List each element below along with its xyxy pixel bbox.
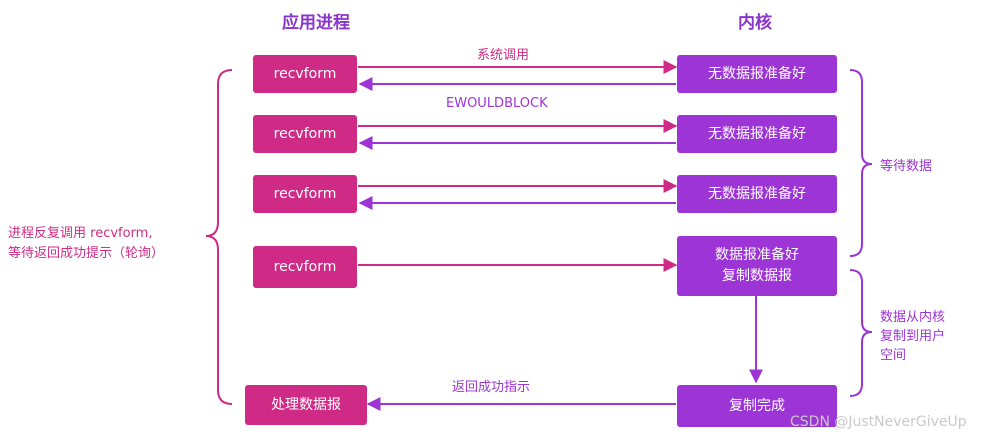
syscall-label: 系统调用 [477, 48, 530, 63]
left-brace [205, 69, 233, 405]
polling-note-line-2: 等待返回成功提示（轮询） [8, 246, 165, 261]
copy-note-line-3: 空间 [880, 348, 907, 363]
ewouldblock-label: EWOULDBLOCK [446, 96, 548, 111]
polling-note-line-1: 进程反复调用 recvform, [8, 226, 153, 241]
no-data-ready-box-2: 无数据报准备好 [677, 115, 837, 153]
copy-complete-box: 复制完成 [677, 385, 837, 427]
right-brace-wait [849, 69, 873, 257]
recvform-box-1: recvform [253, 55, 357, 93]
recvform-box-4: recvform [253, 246, 357, 288]
no-data-ready-box-1: 无数据报准备好 [677, 55, 837, 93]
process-datagram-box: 处理数据报 [245, 385, 367, 425]
csdn-watermark: CSDN @JustNeverGiveUp [790, 414, 967, 430]
wait-data-note: 等待数据 [880, 159, 933, 174]
recvform-box-2: recvform [253, 115, 357, 153]
data-ready-text: 数据报准备好 [715, 247, 799, 263]
copy-to-user-note: 数据从内核 复制到用户 空间 [880, 308, 945, 365]
polling-note: 进程反复调用 recvform, 等待返回成功提示（轮询） [8, 224, 208, 264]
recvform-box-3: recvform [253, 175, 357, 213]
copy-datagram-text: 复制数据报 [722, 268, 792, 284]
app-process-heading: 应用进程 [282, 13, 350, 33]
right-brace-copy [849, 269, 873, 397]
kernel-heading: 内核 [738, 13, 772, 33]
copy-note-line-2: 复制到用户 [880, 329, 946, 344]
copy-note-line-1: 数据从内核 [880, 310, 946, 325]
success-label: 返回成功指示 [452, 380, 531, 395]
data-ready-copy-box: 数据报准备好 复制数据报 [677, 236, 837, 296]
no-data-ready-box-3: 无数据报准备好 [677, 175, 837, 213]
